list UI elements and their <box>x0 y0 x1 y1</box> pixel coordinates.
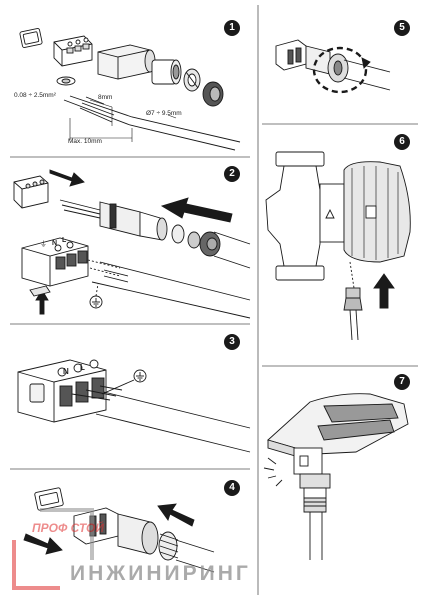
terminal-plug <box>53 35 93 67</box>
terminal-block <box>21 237 89 287</box>
rotation-indicator <box>312 46 368 94</box>
step-badge-4: 4 <box>224 480 240 496</box>
grommet <box>202 81 224 107</box>
insulation-symbol-4 <box>34 487 64 511</box>
rotation-arrow <box>361 57 371 69</box>
clip <box>29 285 51 297</box>
arrow-right-4 <box>23 533 63 555</box>
ring-clip <box>56 76 76 86</box>
arrow-up-6 <box>373 273 395 309</box>
cable-diameter-label: Ø7 ÷ 9.5mm <box>146 110 182 117</box>
connector-housing <box>97 44 156 80</box>
pin-n-label: N <box>52 240 58 247</box>
logo-text: ПРОФ СТОЙ <box>32 519 104 535</box>
pin-n-label-3: N <box>63 367 69 376</box>
gland-nut <box>151 59 182 85</box>
panel-dividers <box>10 5 418 595</box>
pin-earth-label: ⏚ <box>40 241 47 248</box>
step5-illustration <box>275 39 391 94</box>
arrow-up <box>35 289 49 315</box>
arrow-right <box>49 169 85 187</box>
seal-ring <box>183 68 201 92</box>
strip-length-label: 8mm <box>98 94 113 101</box>
arrow-left-4 <box>157 503 195 527</box>
step-badge-5: 5 <box>394 20 410 36</box>
cable-assembly <box>99 201 251 269</box>
max-length-label: Max. 10mm <box>68 138 102 145</box>
step-badge-1: 1 <box>224 20 240 36</box>
wire-ends <box>59 199 101 219</box>
click-indicator <box>263 457 283 487</box>
step3-illustration <box>17 359 251 453</box>
watermark-text: ИНЖИНИРИНГ <box>70 562 251 585</box>
pin-l-label-3: L <box>80 363 85 372</box>
plug-small <box>13 175 49 209</box>
earth-symbol <box>89 283 103 309</box>
arrow-left <box>160 197 233 223</box>
step-badge-7: 7 <box>394 374 410 390</box>
step-badge-3: 3 <box>224 334 240 350</box>
pump-body <box>265 151 411 281</box>
step4-illustration <box>23 487 215 573</box>
cable-step3 <box>71 385 251 453</box>
step-badge-2: 2 <box>224 166 240 182</box>
step7-illustration <box>263 393 409 560</box>
cable-strip-drawing <box>63 95 241 151</box>
sensor-cable <box>343 261 363 341</box>
controller-module <box>267 393 409 475</box>
cable-step2 <box>87 259 251 319</box>
insulation-symbol <box>19 28 43 48</box>
wire-gauge-label: 0.08 ÷ 2.5mm² <box>14 92 56 99</box>
earth-symbol-3 <box>101 369 147 395</box>
terminal-block-large <box>17 359 107 423</box>
step6-illustration <box>265 151 411 341</box>
plug-assembly-4 <box>73 507 215 573</box>
pipe-fitting <box>299 473 331 560</box>
step2-illustration <box>13 169 251 319</box>
step1-illustration <box>19 28 241 151</box>
pin-l-label: L <box>62 237 67 244</box>
watermark-logo: ПРОФ СТОЙ <box>12 508 104 590</box>
step-badge-6: 6 <box>394 134 410 150</box>
